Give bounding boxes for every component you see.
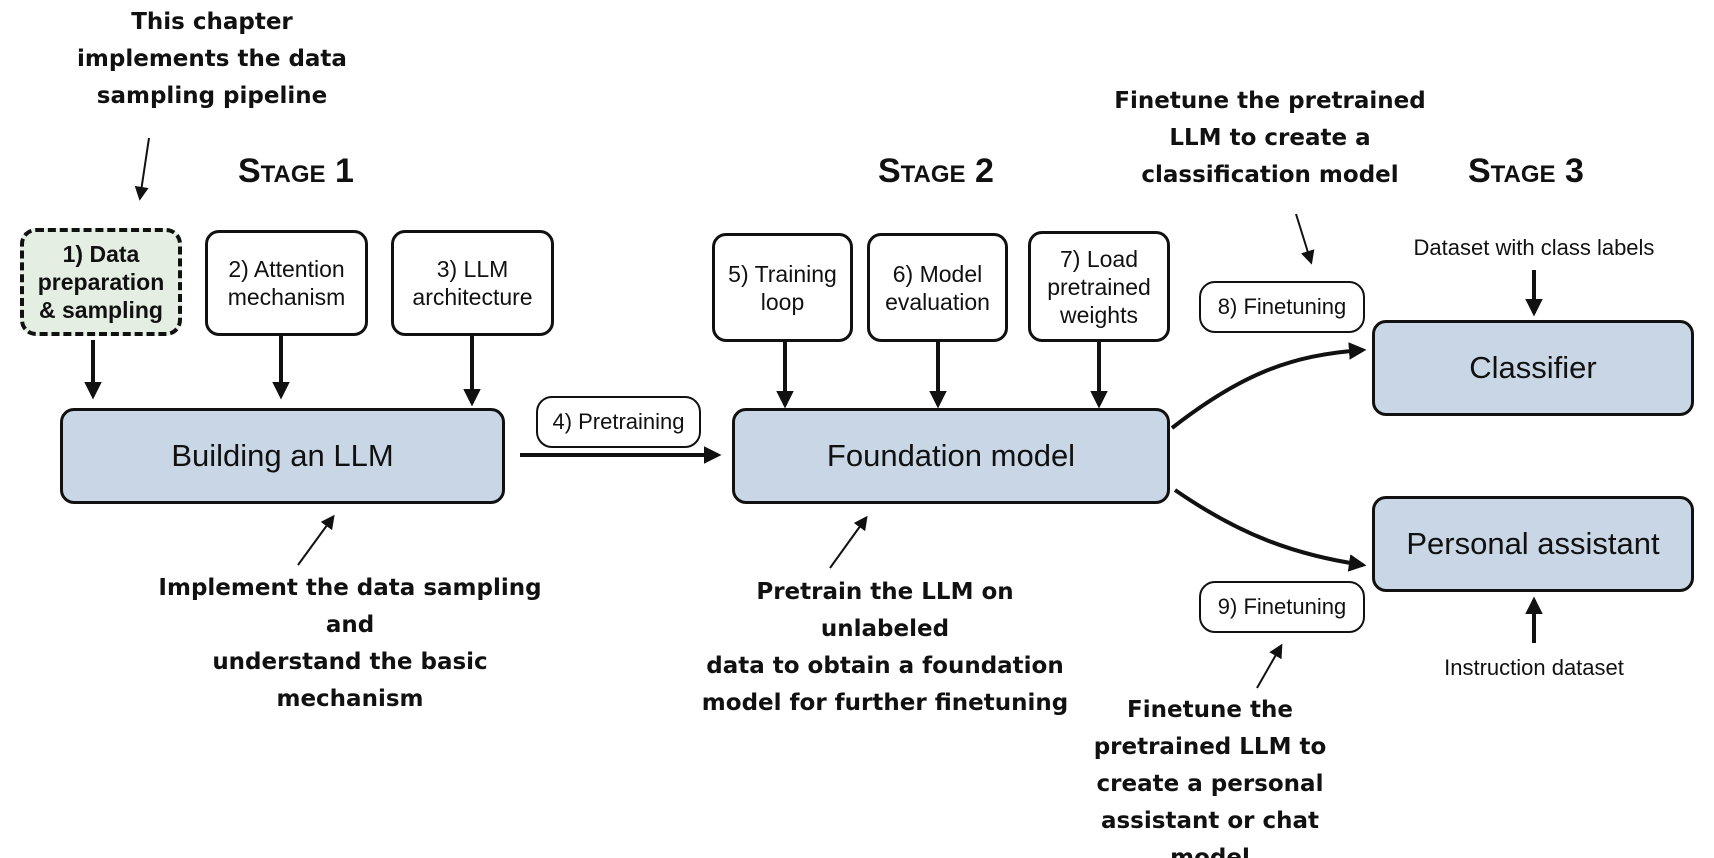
dataset-class-labels-label: Dataset with class labels (1413, 235, 1655, 260)
step-data-preparation: 1) Data preparation & sampling (20, 228, 182, 336)
stage-3-title: Stage 3 (1468, 152, 1584, 190)
personal-assistant-box: Personal assistant (1372, 496, 1694, 592)
step-finetuning-9: 9) Finetuning (1199, 581, 1365, 633)
pointer-classification (1295, 213, 1315, 265)
note-pretrain-unlabeled: Pretrain the LLM on unlabeled data to ob… (701, 579, 1069, 716)
arrow-foundation-to-assistant (1173, 488, 1367, 572)
note-chapter: This chapter implements the data samplin… (77, 9, 347, 109)
stage-1-title: Stage 1 (238, 152, 354, 190)
pointer-assistant (1256, 643, 1283, 689)
note-finetune-assistant: Finetune the pretrained LLM to create a … (1093, 697, 1327, 858)
step-llm-architecture: 3) LLM architecture (391, 230, 554, 336)
stage-2-title: Stage 2 (878, 152, 994, 190)
note-implement-sampling: Implement the data sampling and understa… (158, 575, 542, 712)
foundation-model-box: Foundation model (732, 408, 1170, 504)
step-finetuning-8: 8) Finetuning (1199, 281, 1365, 333)
step-attention-mechanism: 2) Attention mechanism (205, 230, 368, 336)
pointer-implement (297, 514, 335, 566)
building-llm-box: Building an LLM (60, 408, 505, 504)
step-pretraining: 4) Pretraining (536, 396, 701, 448)
step-training-loop: 5) Training loop (712, 233, 853, 342)
step-model-evaluation: 6) Model evaluation (867, 233, 1008, 342)
instruction-dataset-label: Instruction dataset (1444, 655, 1624, 680)
step-load-pretrained-weights: 7) Load pretrained weights (1028, 231, 1170, 342)
pointer-pretrain (829, 515, 868, 569)
arrow-foundation-to-classifier (1170, 342, 1367, 430)
pointer-chapter (134, 137, 150, 201)
note-finetune-classification: Finetune the pretrained LLM to create a … (1114, 88, 1426, 188)
classifier-box: Classifier (1372, 320, 1694, 416)
